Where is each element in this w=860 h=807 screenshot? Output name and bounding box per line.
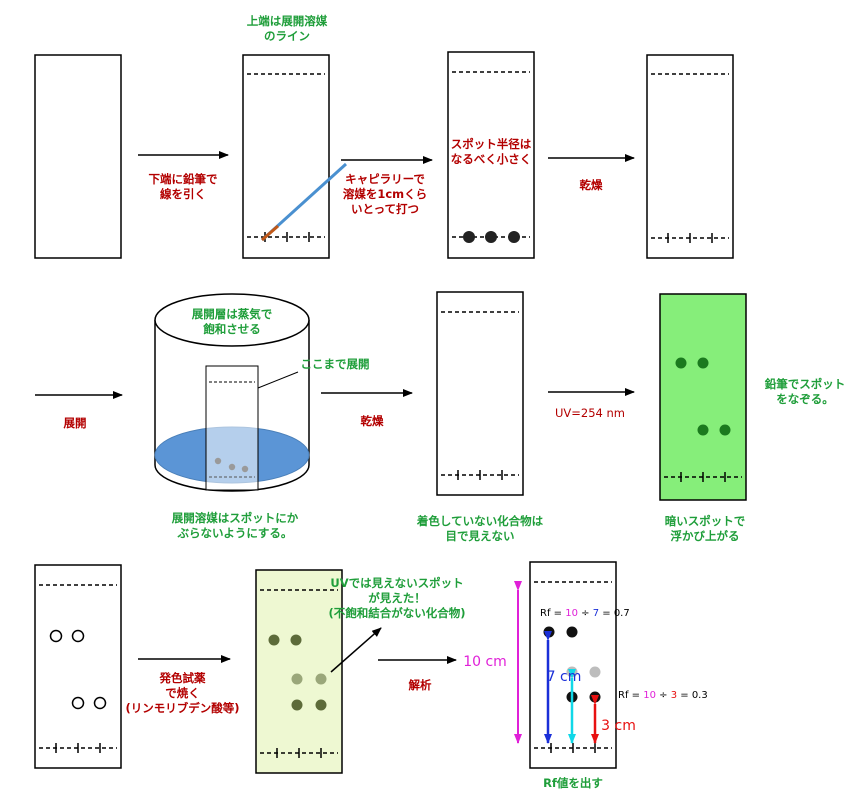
top-line-note: 上端は展開溶媒 のライン [246, 14, 328, 43]
uv-invisible-note: UVでは見えないスポット が見えた！ (不飽和結合がない化合物) [328, 576, 466, 620]
step3-label: 乾燥 [579, 178, 603, 192]
plate-uv [659, 293, 747, 501]
plate-analysis [514, 561, 617, 769]
rf-b-formula: Rf = 10 ÷ 3 = 0.3 [618, 690, 708, 701]
distance-total-label: 10 cm [463, 654, 507, 670]
plate-dried [646, 54, 734, 259]
develop-to-note: ここまで展開 [300, 357, 370, 371]
plate-traced [34, 564, 122, 769]
step2-label: キャピラリーで 溶媒を1cmくら いとって打つ [342, 172, 428, 216]
stain-label: 発色試薬 で焼く (リンモリブデン酸等) [125, 671, 240, 715]
rf-a-formula: Rf = 10 ÷ 7 = 0.7 [540, 608, 630, 619]
spot-radius-note: スポット半径は なるべく小さく [450, 137, 532, 166]
plate-with-lines [242, 54, 348, 259]
analysis-label: 解析 [408, 678, 432, 692]
plate-stained [255, 569, 382, 774]
uv-wavelength-label: UV=254 nm [554, 406, 626, 420]
chamber-note: 展開層は蒸気で 飽和させる [191, 307, 273, 336]
plate-developed [436, 291, 524, 496]
step1-label: 下端に鉛筆で 線を引く [148, 172, 218, 201]
plate-spotted [447, 51, 535, 259]
distance-a-label: 7 cm [546, 669, 582, 685]
step5-label: 乾燥 [360, 414, 384, 428]
solvent-note: 展開溶媒はスポットにか ぶらないようにする。 [171, 511, 299, 540]
step4-label: 展開 [63, 416, 87, 430]
distance-b-label: 3 cm [601, 718, 636, 734]
developing-chamber [154, 293, 310, 492]
pencil-trace-note: 鉛筆でスポット をなぞる。 [764, 377, 846, 406]
dark-spot-note: 暗いスポットで 浮かび上がる [664, 514, 746, 543]
rf-result-label: Rf値を出す [543, 776, 603, 790]
invisible-note: 着色していない化合物は 目で見えない [416, 514, 544, 543]
plate-blank [34, 54, 122, 259]
